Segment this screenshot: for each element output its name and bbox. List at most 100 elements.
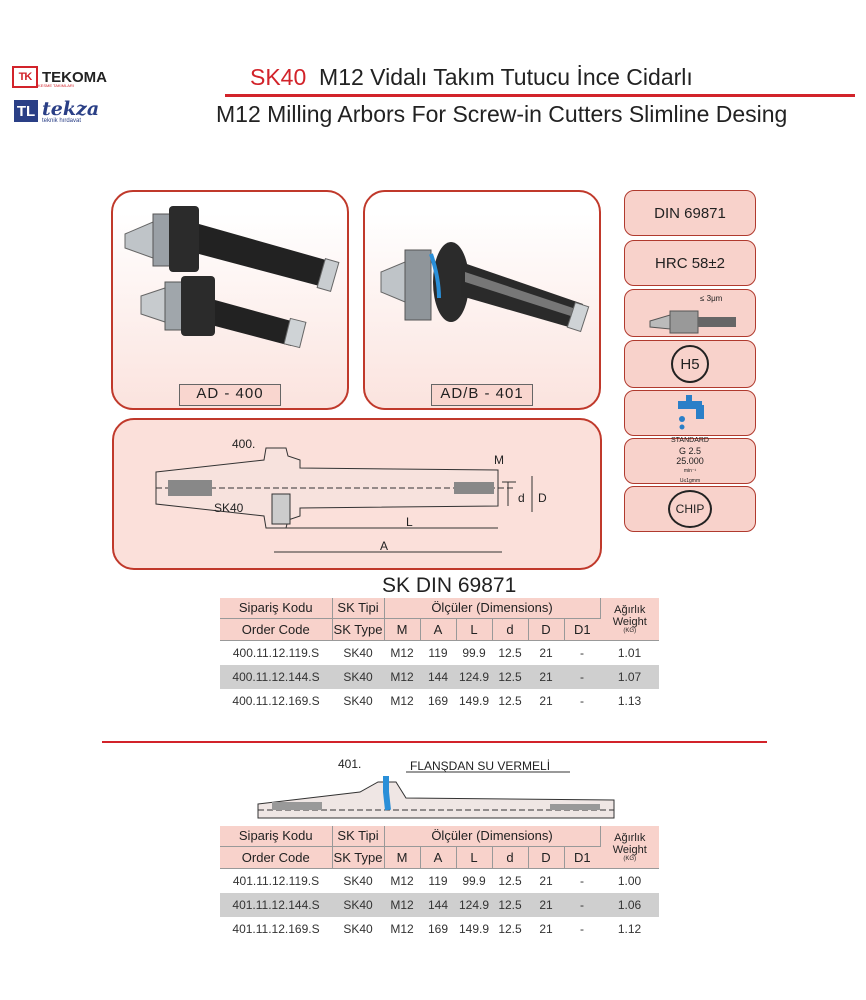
chip-text: CHIP (675, 502, 705, 516)
val-m: M12 (384, 892, 420, 917)
drawing-bigd-label: D (538, 491, 547, 505)
sk-type-header-en: SK Type (332, 618, 385, 641)
val-d: 12.5 (492, 892, 528, 917)
sk-type-header-tr: SK Tipi (332, 826, 385, 847)
order-code: 400.11.12.144.S (220, 664, 332, 689)
header-divider (225, 94, 855, 97)
val-weight: 1.13 (617, 693, 642, 708)
balance-standard: STANDARD (671, 437, 709, 444)
arbor-section-drawing: 400. SK40 M d D L A (155, 437, 547, 553)
tekza-mark: TL (14, 100, 38, 122)
val-d: 12.5 (498, 873, 522, 888)
tekza-subtitle: teknik hırdavat (42, 118, 82, 124)
val-l: 124.9 (456, 664, 492, 689)
drawing-d-label: d (518, 491, 525, 505)
weight-header: Ağırlık Weight (KG) (600, 598, 659, 641)
table-row: 401.11.12.144.S SK40 M12 144 124.9 12.5 … (220, 892, 659, 917)
hrc-text: HRC 58±2 (655, 254, 725, 272)
val-l: 124.9 (456, 892, 492, 917)
tekoma-name: TEKOMA (42, 68, 107, 86)
col-a: A (420, 618, 457, 641)
drawing-a-label: A (380, 539, 388, 553)
sk-type-header-tr: SK Tipi (332, 598, 385, 619)
order-code: 400.11.12.169.S (232, 693, 320, 708)
sk-type: SK40 (343, 921, 373, 936)
val-weight: 1.00 (617, 873, 642, 888)
sk-type: SK40 (343, 693, 373, 708)
val-a: 119 (428, 873, 448, 888)
sk-type: SK40 (332, 664, 384, 689)
weight-unit: (KG) (623, 855, 637, 862)
runout-icon: ≤ 3μm (649, 294, 736, 334)
val-a: 119 (428, 645, 448, 660)
col-d1: D1 (564, 618, 600, 641)
tolerance-text: H5 (680, 355, 700, 373)
section1-title: SK DIN 69871 (382, 574, 517, 597)
chip-badge: CHIP (624, 486, 756, 532)
runout-badge: ≤ 3μm (624, 289, 756, 337)
product-panel-adb401: AD/B - 401 (363, 190, 601, 410)
val-bigd: 21 (528, 892, 564, 917)
hardness-badge: HRC 58±2 (624, 240, 756, 286)
din-badge: DIN 69871 (624, 190, 756, 236)
title-tr-text: M12 Vidalı Takım Tutucu İnce Cidarlı (319, 64, 693, 90)
col-bigd: D (528, 618, 565, 641)
val-weight: 1.06 (600, 892, 659, 917)
weight-tr: Ağırlık (614, 603, 646, 616)
col-m: M (384, 618, 421, 641)
balance-grade: G 2.5 (678, 446, 701, 456)
val-m: M12 (390, 873, 414, 888)
tolerance-badge: H5 (624, 340, 756, 388)
sk-type: SK40 (343, 873, 373, 888)
val-d: 12.5 (498, 921, 522, 936)
balance-note2: U≤1gmm (679, 478, 701, 484)
title-turkish: SK40 M12 Vidalı Takım Tutucu İnce Cidarl… (250, 64, 693, 91)
din-text: DIN 69871 (654, 204, 726, 222)
val-d1: - (580, 693, 584, 708)
series-label: SK40 (250, 64, 307, 90)
table-row: 401.11.12.169.S SK40 M12 169 149.9 12.5 … (220, 917, 659, 941)
order-code: 401.11.12.169.S (232, 921, 320, 936)
drawing-code-label: 400. (232, 437, 255, 451)
val-a: 144 (420, 892, 456, 917)
tekoma-subtitle: KESME TAKIMLARI (38, 83, 74, 88)
drawing-sk-label: SK40 (214, 501, 244, 515)
col-a: A (420, 846, 457, 869)
val-l: 99.9 (462, 645, 486, 660)
product2-label: AD/B - 401 (431, 384, 533, 406)
tolerance-circle: H5 (671, 345, 709, 383)
col-l: L (456, 618, 493, 641)
val-d1: - (564, 664, 600, 689)
val-l: 99.9 (462, 873, 486, 888)
weight-header: Ağırlık Weight (KG) (600, 826, 659, 869)
val-l: 149.9 (458, 921, 490, 936)
flange-coolant-note: FLANŞDAN SU VERMELİ (410, 759, 550, 773)
arbor-product-image (124, 206, 340, 349)
order-code-header-en: Order Code (220, 618, 333, 641)
product-panel-ad400: AD - 400 (111, 190, 349, 410)
title-english: M12 Milling Arbors For Screw-in Cutters … (216, 101, 788, 127)
val-weight: 1.07 (600, 664, 659, 689)
table-row: 400.11.12.169.S SK40 M12 169 149.9 12.5 … (220, 689, 659, 713)
val-d: 12.5 (498, 645, 522, 660)
val-d1: - (564, 892, 600, 917)
order-code-header-tr: Sipariş Kodu (220, 826, 333, 847)
coolant-badge (624, 390, 756, 436)
val-d: 12.5 (492, 664, 528, 689)
order-code: 401.11.12.119.S (232, 873, 320, 888)
dimensions-header: Ölçüler (Dimensions) (384, 598, 601, 619)
val-d: 12.5 (498, 693, 522, 708)
weight-en: Weight (612, 843, 647, 856)
table-row: 400.11.12.144.S SK40 M12 144 124.9 12.5 … (220, 664, 659, 689)
val-bigd: 21 (539, 873, 553, 888)
sk-type: SK40 (343, 645, 373, 660)
val-d1: - (580, 873, 584, 888)
col-d1: D1 (564, 846, 600, 869)
sk-type-header-en: SK Type (332, 846, 385, 869)
val-m: M12 (390, 921, 414, 936)
tekoma-logo: TK TEKOMA KESME TAKIMLARI (12, 66, 107, 88)
chip-circle: CHIP (668, 490, 712, 528)
val-bigd: 21 (539, 921, 553, 936)
balance-note1: min⁻¹ (683, 468, 697, 474)
col-d: d (492, 846, 529, 869)
